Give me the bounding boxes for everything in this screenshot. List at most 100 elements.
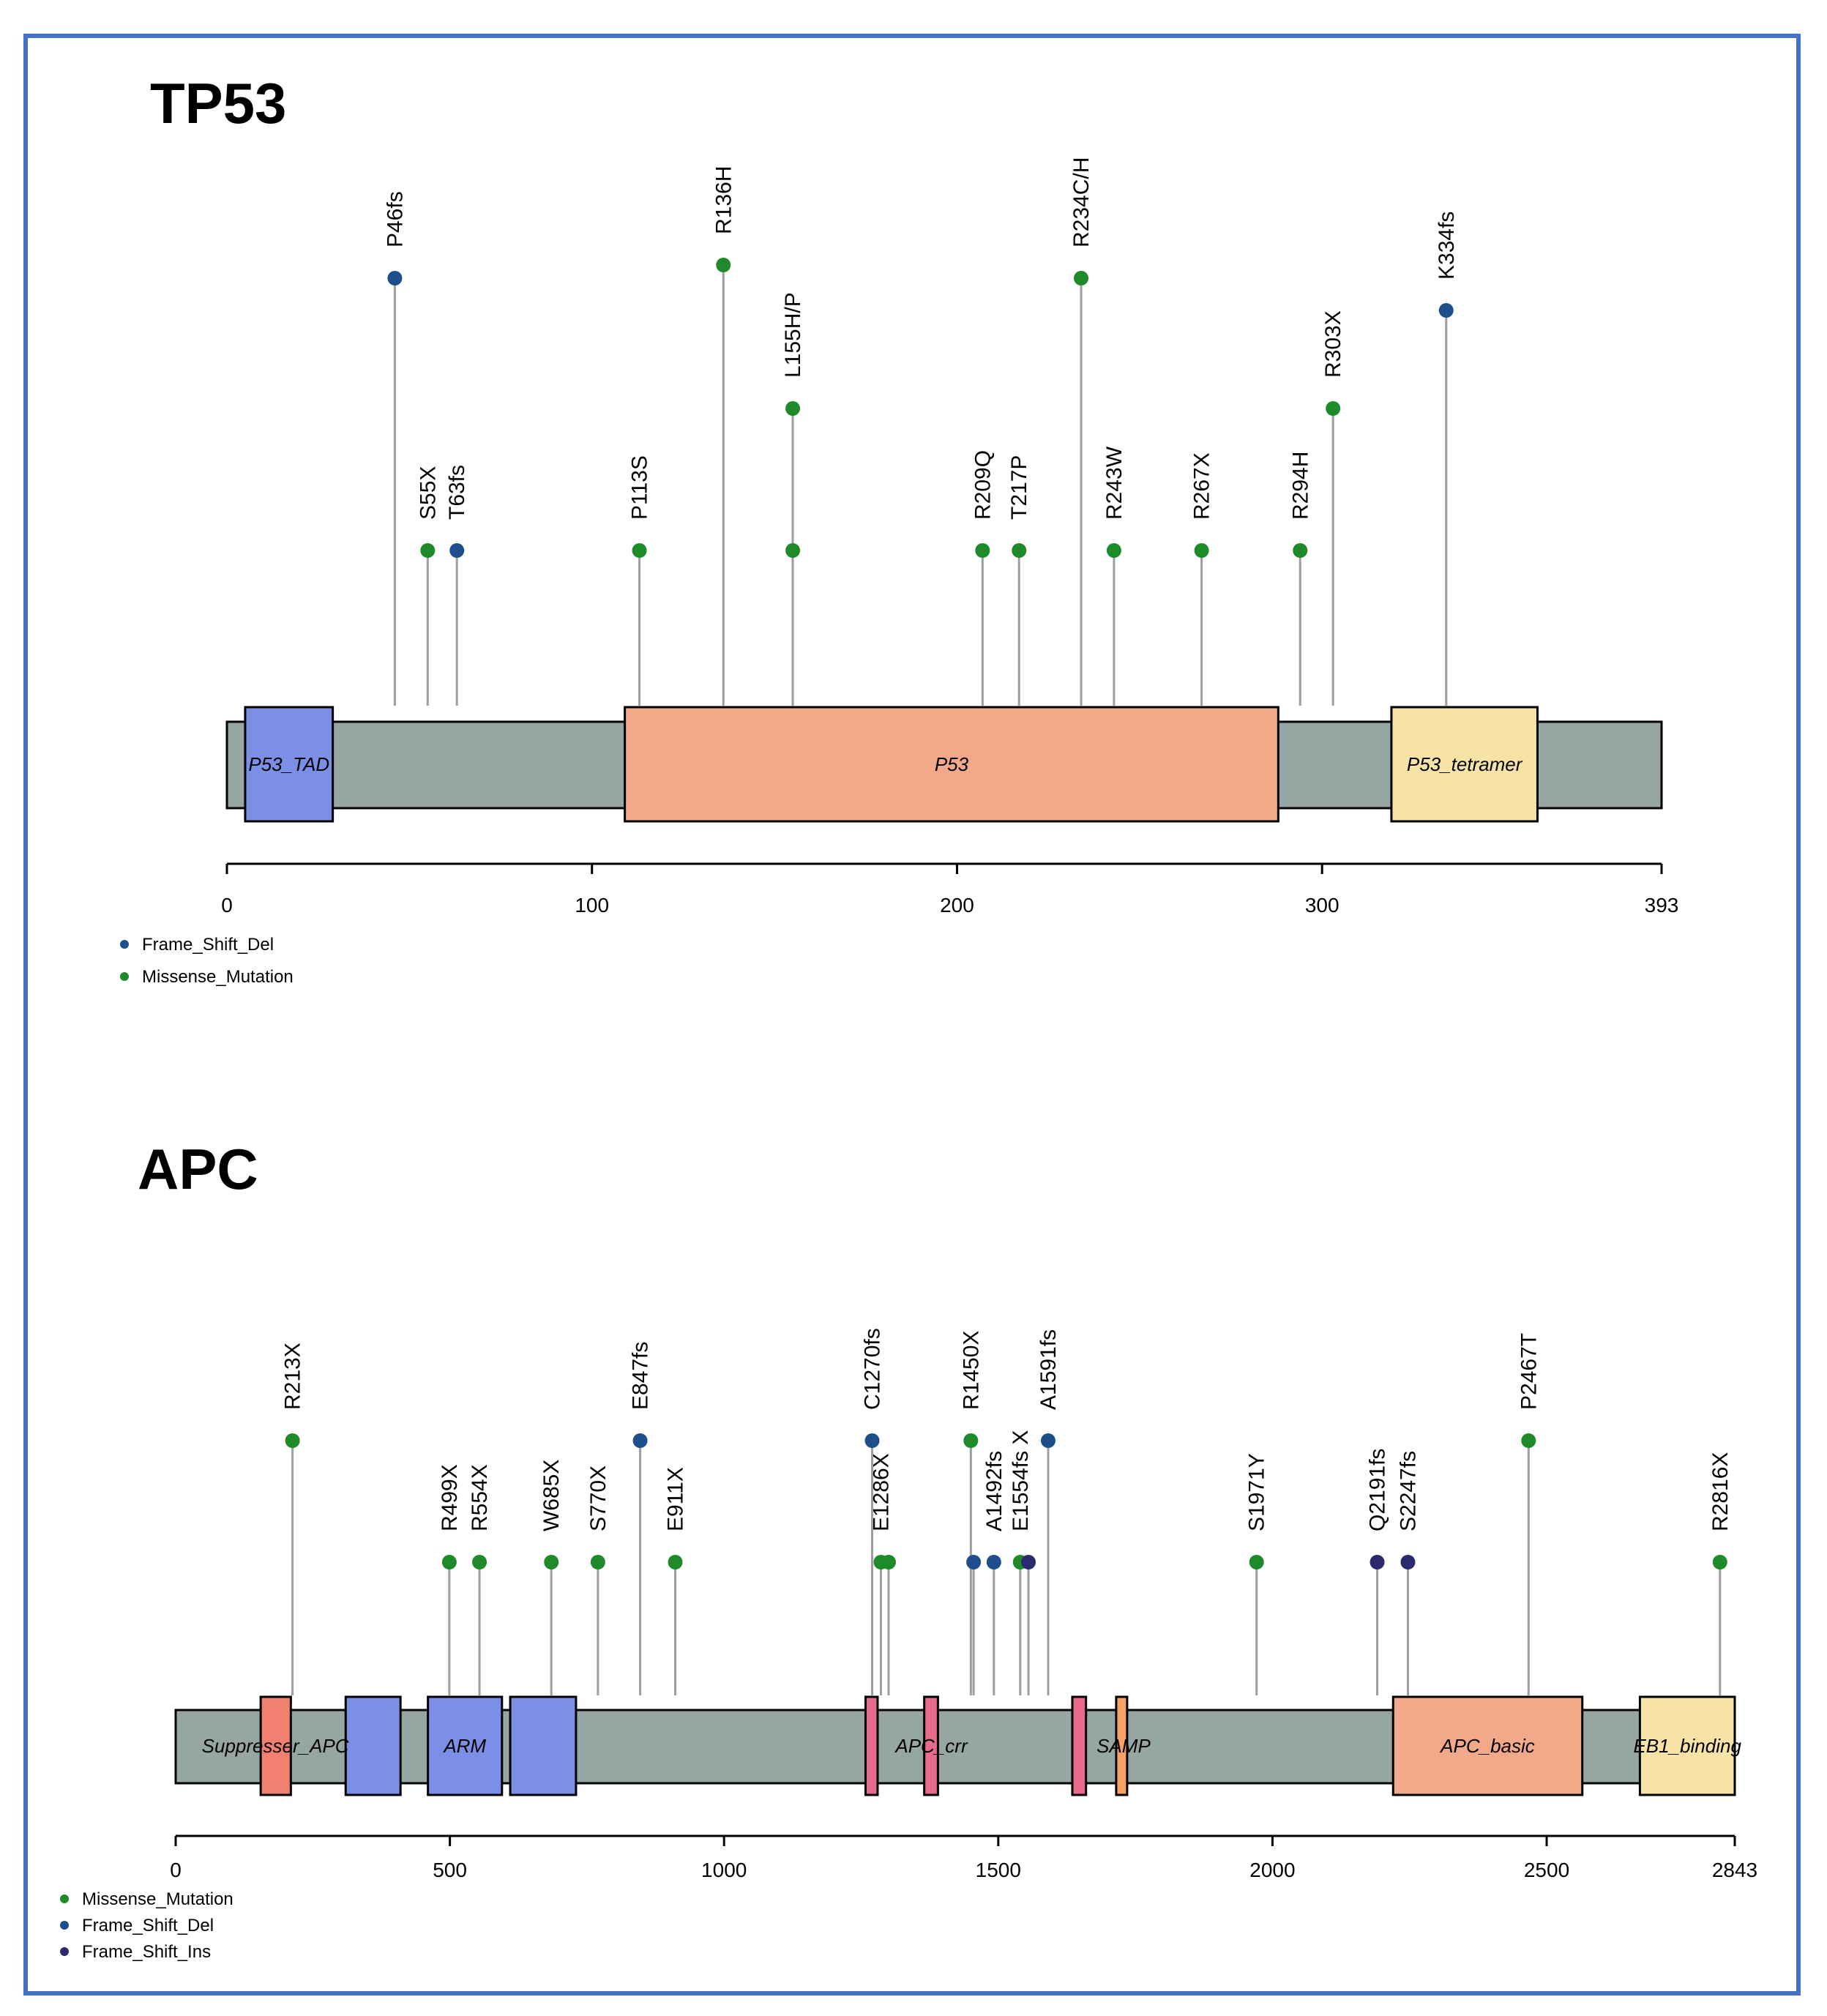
- mutation-dot: [632, 1433, 648, 1448]
- mutation-dot: [881, 1555, 896, 1569]
- mutation-label: S1971Y: [1245, 1453, 1269, 1531]
- mutation-label: R213X: [281, 1343, 305, 1410]
- mutation-dot: [544, 1555, 559, 1569]
- mutation-label: E847fs: [629, 1342, 653, 1410]
- mutation-label: R554X: [468, 1464, 492, 1531]
- legend-label: Frame_Shift_Del: [82, 1916, 214, 1935]
- domain-box: [864, 1695, 879, 1796]
- mutation-dot: [716, 258, 731, 272]
- domain-box: [1638, 1695, 1736, 1796]
- mutation-dot: [785, 543, 801, 558]
- mutation-label: E1554fs X: [1009, 1430, 1033, 1531]
- x-tick-label: 2843: [1712, 1859, 1757, 1881]
- x-tick-label: 1500: [976, 1859, 1021, 1881]
- mutation-dot: [1712, 1555, 1727, 1569]
- domain-box: [509, 1695, 578, 1796]
- mutation-dot: [1293, 543, 1308, 558]
- mutation-dot: [590, 1555, 605, 1569]
- domain-label: APC_basic: [1439, 1735, 1535, 1757]
- mutation-dot: [668, 1555, 683, 1569]
- legend-label: Missense_Mutation: [142, 967, 294, 987]
- mutation-dot: [449, 543, 465, 558]
- mutation-label: C1270fs: [860, 1328, 884, 1410]
- mutation-label: R209Q: [971, 450, 995, 520]
- domain-box: [624, 706, 1279, 823]
- domain-label: P53_TAD: [248, 753, 329, 775]
- mutation-label: Q2191fs: [1366, 1449, 1390, 1531]
- mutation-dot: [1012, 543, 1027, 558]
- mutation-label: W685X: [539, 1460, 564, 1531]
- mutation-dot: [1521, 1433, 1536, 1448]
- mutation-dot: [1021, 1555, 1036, 1569]
- domain-box: [1071, 1695, 1088, 1796]
- x-tick-label: 393: [1645, 894, 1679, 916]
- gene-title: APC: [138, 1137, 258, 1201]
- legend-dot: [120, 972, 129, 981]
- domain-label: P53_tetramer: [1407, 753, 1523, 775]
- domain-label: Suppresser_APC: [202, 1735, 349, 1757]
- mutation-dot: [441, 1555, 457, 1569]
- domain-label: APC_crr: [894, 1735, 968, 1757]
- x-tick-label: 200: [940, 894, 974, 916]
- mutation-label: A1492fs: [982, 1451, 1006, 1531]
- mutation-label: P2467T: [1517, 1333, 1541, 1410]
- mutation-label: T63fs: [445, 465, 469, 520]
- x-tick-label: 0: [221, 894, 233, 916]
- mutation-dot: [975, 543, 990, 558]
- mutation-dot: [1326, 401, 1341, 416]
- mutation-label: L155H/P: [781, 292, 805, 378]
- mutation-label: R499X: [438, 1464, 462, 1531]
- x-tick-label: 500: [433, 1859, 467, 1881]
- figure-frame: [23, 34, 1801, 1996]
- x-tick-label: 0: [170, 1859, 182, 1881]
- mutation-dot: [632, 543, 647, 558]
- domain-box: [1115, 1695, 1129, 1796]
- mutation-label: R234C/H: [1069, 157, 1094, 247]
- mutation-dot: [1040, 1433, 1056, 1448]
- domain-label: EB1_binding: [1633, 1735, 1741, 1757]
- mutation-label: E911X: [664, 1467, 688, 1531]
- mutation-label: R2816X: [1708, 1452, 1733, 1531]
- mutation-label: S55X: [416, 466, 440, 520]
- mutation-dot: [1438, 303, 1454, 318]
- legend-label: Missense_Mutation: [82, 1889, 233, 1909]
- mutation-dot: [1249, 1555, 1264, 1569]
- legend-dot: [60, 1921, 69, 1930]
- x-tick-label: 1000: [701, 1859, 747, 1881]
- legend-dot: [60, 1947, 69, 1956]
- mutation-dot: [1106, 543, 1121, 558]
- legend-dot: [120, 940, 129, 949]
- domain-box: [427, 1695, 504, 1796]
- mutation-dot: [1400, 1555, 1416, 1569]
- mutation-label: R294H: [1288, 452, 1312, 520]
- domain-label: P53: [935, 753, 969, 775]
- mutation-dot: [387, 271, 403, 285]
- x-tick-label: 100: [575, 894, 609, 916]
- mutation-dot: [986, 1555, 1001, 1569]
- mutation-dot: [1194, 543, 1209, 558]
- mutation-dot: [864, 1433, 880, 1448]
- mutation-dot: [785, 401, 801, 416]
- mutation-label: A1591fs: [1036, 1329, 1061, 1410]
- domain-box: [259, 1695, 292, 1796]
- domain-box: [1390, 706, 1539, 823]
- mutation-dot: [966, 1555, 982, 1569]
- domain-label: SAMP: [1096, 1735, 1151, 1757]
- apc-panel: APC Suppresser_APC ARM APC_crr SAMP APC_basic…: [60, 1137, 1757, 1962]
- mutation-label: P46fs: [383, 191, 407, 247]
- mutation-dot: [1370, 1555, 1385, 1569]
- mutation-label: P113S: [628, 455, 652, 520]
- mutation-label: T217P: [1007, 455, 1031, 520]
- domain-label: ARM: [442, 1735, 486, 1757]
- x-tick-label: 2000: [1249, 1859, 1295, 1881]
- mutation-label: R136H: [711, 166, 736, 234]
- mutation-label: E1286X: [869, 1453, 893, 1531]
- mutation-dot: [1074, 271, 1089, 285]
- mutation-dot: [420, 543, 436, 558]
- gene-title: TP53: [150, 71, 286, 135]
- x-tick-label: 2500: [1524, 1859, 1569, 1881]
- mutation-dot: [285, 1433, 300, 1448]
- domain-box: [244, 706, 335, 823]
